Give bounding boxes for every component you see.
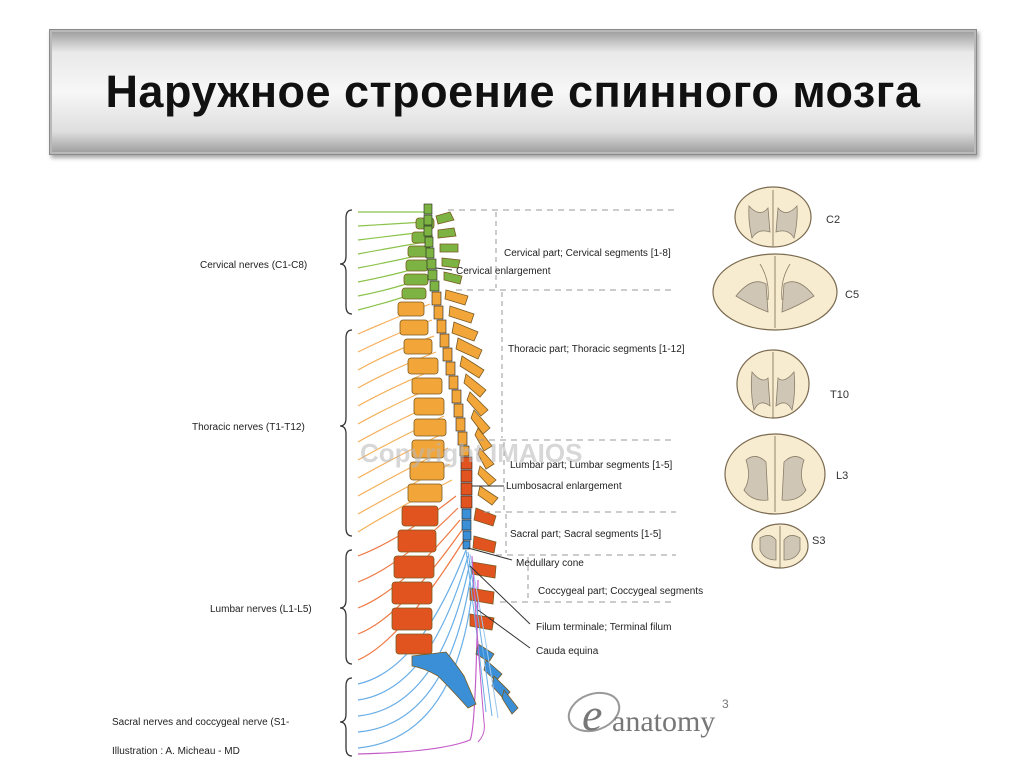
logo-swirl bbox=[567, 691, 621, 733]
page-title: Наружное строение спинного мозга bbox=[105, 66, 921, 117]
cauda-equina bbox=[465, 549, 499, 743]
watermark: Copyright IMAIOS bbox=[360, 438, 582, 468]
logo-text: anatomy bbox=[612, 705, 715, 738]
lumbar-nerves-label: Lumbar nerves (L1-L5) bbox=[210, 604, 312, 615]
logo-initial: e bbox=[582, 689, 602, 740]
level-lines bbox=[448, 209, 676, 603]
spinal-cord-segments bbox=[423, 203, 473, 550]
c5-label: C5 bbox=[845, 289, 859, 301]
s3-label: S3 bbox=[812, 535, 825, 547]
c2-label: C2 bbox=[826, 214, 840, 226]
t10-label: T10 bbox=[830, 389, 849, 401]
l3-label: L3 bbox=[836, 470, 848, 482]
cervical-part-label: Cervical part; Cervical segments [1-8] bbox=[504, 248, 671, 259]
thoracic-nerves-label: Thoracic nerves (T1-T12) bbox=[192, 422, 305, 433]
sacral-nerves-label: Sacral nerves and coccygeal nerve (S1- bbox=[112, 717, 289, 728]
cervical-bracket bbox=[339, 209, 353, 315]
cross-section-l3: L3 bbox=[724, 433, 848, 515]
coccygeal-part-label: Coccygeal part; Coccygeal segments bbox=[538, 586, 703, 597]
title-banner: Наружное строение спинного мозга bbox=[49, 29, 977, 155]
spinous-processes bbox=[435, 211, 519, 715]
leader-lines bbox=[435, 267, 531, 649]
filum-terminale-label: Filum terminale; Terminal filum bbox=[536, 622, 671, 633]
lumbar-part-label: Lumbar part; Lumbar segments [1-5] bbox=[510, 460, 673, 471]
lumbar-bracket bbox=[339, 549, 353, 665]
vertebral-bodies bbox=[391, 217, 477, 709]
cross-sections: C2 C5 T10 L3 S3 bbox=[712, 186, 859, 569]
cross-section-c5: C5 bbox=[712, 253, 859, 331]
sacral-bracket bbox=[339, 677, 353, 757]
part-brackets bbox=[495, 212, 529, 600]
region-brackets bbox=[339, 209, 353, 757]
illustration-credit: Illustration : A. Micheau - MD bbox=[112, 746, 240, 757]
cervical-enlargement-label: Cervical enlargement bbox=[456, 266, 551, 277]
cross-section-t10: T10 bbox=[736, 349, 849, 419]
e-anatomy-logo: e anatomy 3 bbox=[567, 689, 729, 740]
logo-superscript: 3 bbox=[722, 697, 729, 711]
cauda-equina-label: Cauda equina bbox=[536, 646, 599, 657]
thoracic-bracket bbox=[339, 329, 353, 537]
medullary-cone-label: Medullary cone bbox=[516, 558, 584, 569]
cervical-nerves-label: Cervical nerves (C1-C8) bbox=[200, 260, 307, 271]
sacral-part-label: Sacral part; Sacral segments [1-5] bbox=[510, 529, 661, 540]
cross-section-s3: S3 bbox=[751, 523, 825, 569]
thoracic-part-label: Thoracic part; Thoracic segments [1-12] bbox=[508, 344, 685, 355]
cross-section-c2: C2 bbox=[734, 186, 840, 248]
lumbosacral-enlargement-label: Lumbosacral enlargement bbox=[506, 481, 622, 492]
